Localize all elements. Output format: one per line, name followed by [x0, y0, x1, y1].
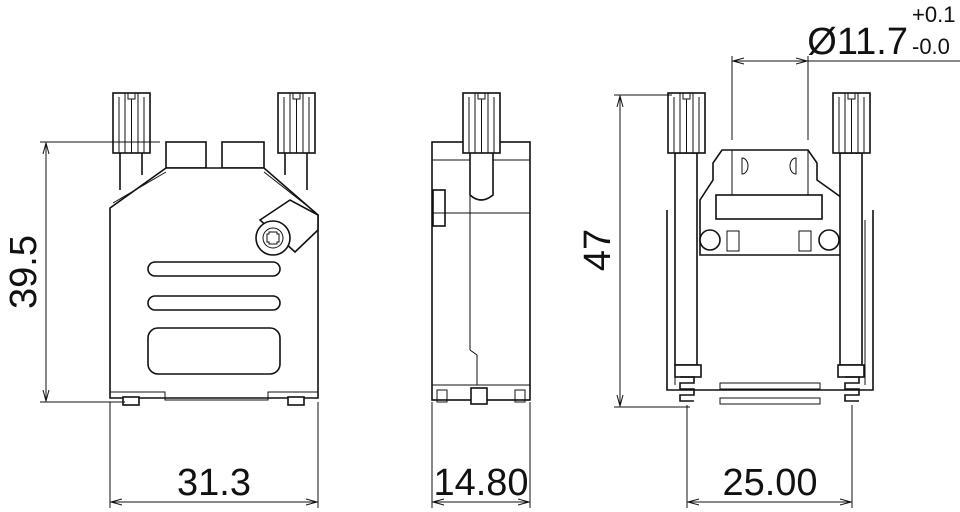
dim-tolerance-plus: +0.1 — [912, 2, 955, 27]
front-view — [109, 92, 319, 406]
dim-front-height: 39.5 — [3, 235, 45, 309]
rear-view — [666, 92, 874, 405]
thumbscrew-left — [112, 92, 151, 154]
dim-rear-width: 25.00 — [722, 462, 817, 504]
dim-tolerance-minus: -0.0 — [912, 34, 950, 59]
thumbscrew-right — [277, 92, 316, 154]
side-view — [431, 92, 531, 405]
dimensions: 39.5 31.3 14.80 47 25.00 Ø11.7 +0.1 -0.0 — [3, 2, 960, 508]
dim-cable-diameter: Ø11.7 — [807, 21, 908, 63]
thumbscrew-side — [462, 92, 501, 154]
thumbscrew-rear-right — [832, 92, 871, 154]
dim-rear-height: 47 — [577, 229, 619, 271]
dim-front-width: 31.3 — [177, 462, 251, 504]
dim-side-width: 14.80 — [433, 462, 528, 504]
thumbscrew-rear-left — [667, 92, 706, 154]
